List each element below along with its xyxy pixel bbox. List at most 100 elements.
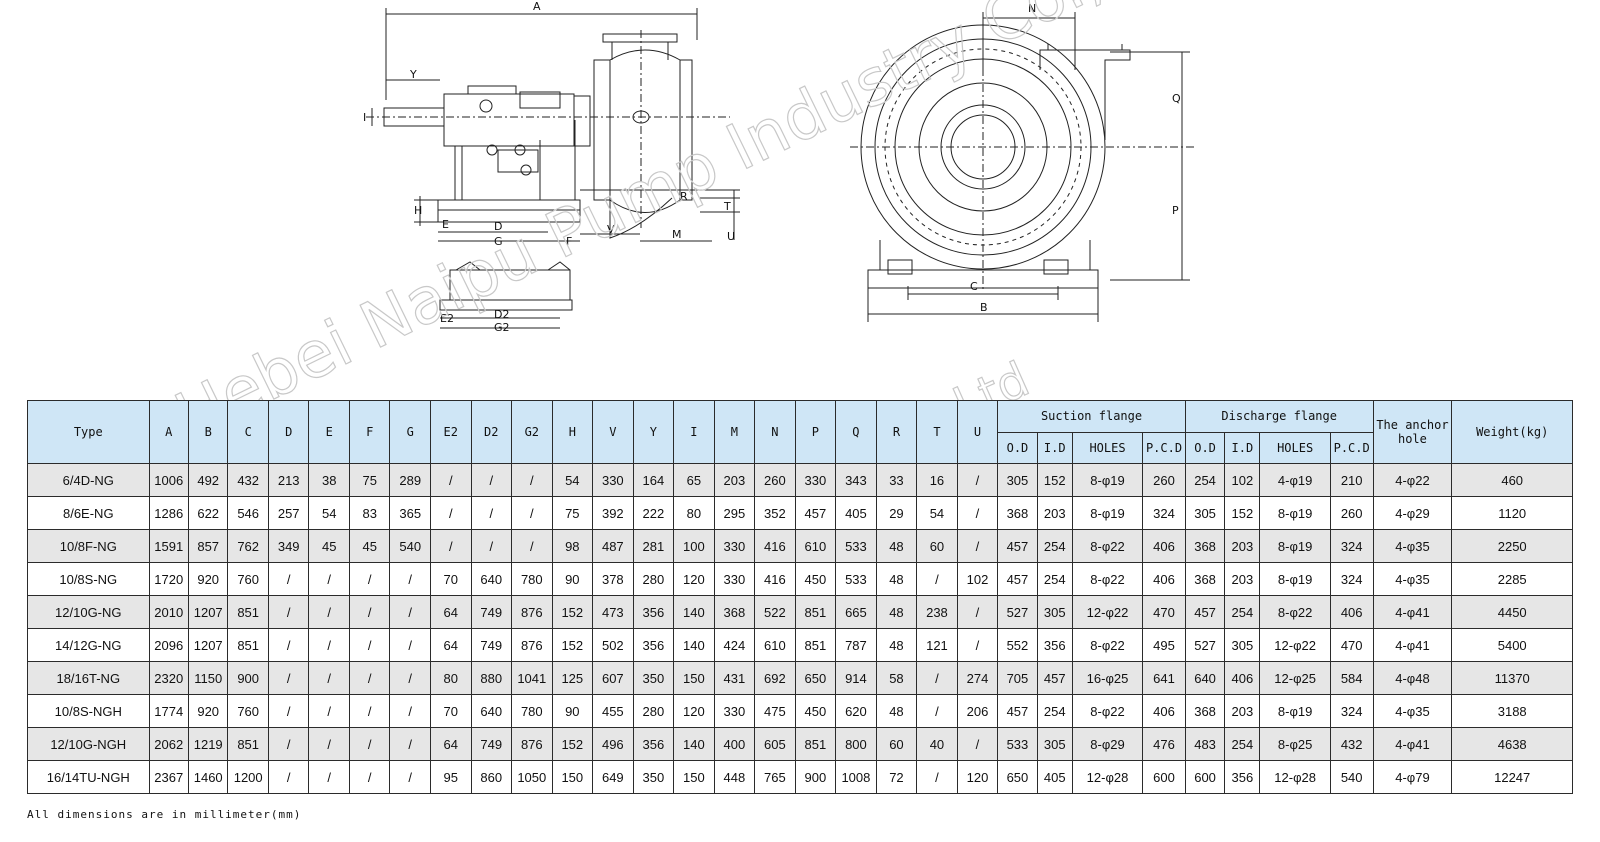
- table-cell: /: [389, 628, 431, 662]
- table-cell: 368: [713, 595, 756, 629]
- header-dim-y: Y: [632, 400, 675, 464]
- header-dim-c: C: [227, 400, 269, 464]
- table-cell: 851: [227, 727, 269, 761]
- table-cell: 324: [1142, 496, 1186, 530]
- table-cell: 762: [227, 529, 269, 563]
- table-cell: 356: [1224, 760, 1261, 794]
- table-cell: 238: [916, 595, 958, 629]
- table-cell: 1150: [187, 661, 229, 695]
- table-cell: /: [267, 661, 310, 695]
- table-cell: 920: [187, 562, 229, 596]
- table-cell: 432: [1329, 727, 1374, 761]
- table-cell: 450: [794, 694, 837, 728]
- table-cell: 4-φ35: [1372, 529, 1453, 563]
- table-cell: 29: [875, 496, 918, 530]
- cell-type: 12/10G-NGH: [27, 727, 150, 761]
- table-cell: 900: [227, 661, 269, 695]
- table-cell: /: [267, 760, 310, 794]
- table-cell: /: [308, 661, 350, 695]
- table-cell: 65: [673, 463, 715, 497]
- table-cell: 475: [754, 694, 796, 728]
- table-cell: 2096: [148, 628, 189, 662]
- table-cell: 649: [592, 760, 634, 794]
- table-cell: 1006: [148, 463, 189, 497]
- table-cell: 90: [551, 694, 594, 728]
- table-cell: 457: [794, 496, 837, 530]
- table-cell: 368: [1184, 694, 1226, 728]
- table-cell: /: [308, 694, 350, 728]
- table-cell: 260: [754, 463, 796, 497]
- dimension-label-side-5: T: [723, 200, 731, 213]
- table-cell: 1207: [187, 628, 229, 662]
- table-cell: 305: [1036, 595, 1073, 629]
- header-dim-f: F: [348, 400, 391, 464]
- table-cell: 45: [348, 529, 391, 563]
- table-cell: 4638: [1451, 727, 1573, 761]
- dimension-label-front-1: Q: [1172, 92, 1181, 105]
- table-cell: 851: [794, 628, 837, 662]
- table-cell: 1591: [148, 529, 189, 563]
- table-cell: 605: [754, 727, 796, 761]
- table-cell: /: [267, 727, 310, 761]
- table-cell: 406: [1142, 529, 1186, 563]
- table-cell: 492: [187, 463, 229, 497]
- dimension-label-side-7: D: [494, 220, 502, 233]
- table-cell: 8-φ22: [1071, 529, 1144, 563]
- table-cell: 457: [997, 694, 1038, 728]
- cell-type: 18/16T-NG: [27, 661, 150, 695]
- table-cell: 150: [673, 661, 715, 695]
- table-cell: 330: [592, 463, 634, 497]
- table-cell: 254: [1224, 595, 1261, 629]
- table-cell: 12-φ22: [1259, 628, 1331, 662]
- table-cell: 533: [835, 562, 877, 596]
- table-cell: 4-φ79: [1372, 760, 1453, 794]
- header-dim-e: E: [308, 400, 350, 464]
- table-cell: 448: [713, 760, 756, 794]
- table-cell: 4-φ41: [1372, 628, 1453, 662]
- table-cell: 8-φ19: [1259, 562, 1331, 596]
- table-cell: /: [430, 496, 472, 530]
- table-cell: /: [470, 529, 513, 563]
- header-discharge-pc.d: P.C.D: [1329, 431, 1374, 464]
- table-cell: 4-φ22: [1372, 463, 1453, 497]
- table-cell: 533: [997, 727, 1038, 761]
- table-cell: /: [511, 463, 553, 497]
- table-cell: 48: [875, 694, 918, 728]
- table-cell: 476: [1142, 727, 1186, 761]
- table-cell: 1286: [148, 496, 189, 530]
- dimension-label-side-9: F: [566, 235, 572, 248]
- table-cell: /: [348, 628, 391, 662]
- table-cell: 280: [632, 562, 675, 596]
- table-cell: 2062: [148, 727, 189, 761]
- table-cell: 540: [389, 529, 431, 563]
- table-cell: 780: [511, 562, 553, 596]
- table-cell: /: [389, 661, 431, 695]
- table-cell: 749: [470, 727, 513, 761]
- table-cell: 70: [430, 694, 472, 728]
- dimension-label-side-12: U: [727, 230, 735, 243]
- dimension-label-side-0: A: [533, 0, 541, 13]
- table-cell: 152: [1036, 463, 1073, 497]
- table-cell: 857: [187, 529, 229, 563]
- table-cell: /: [956, 595, 999, 629]
- header-weight: Weight(kg): [1451, 400, 1573, 464]
- table-cell: 1041: [511, 661, 553, 695]
- cell-type: 16/14TU-NGH: [27, 760, 150, 794]
- table-cell: 400: [713, 727, 756, 761]
- table-cell: 203: [713, 463, 756, 497]
- table-cell: 4-φ48: [1372, 661, 1453, 695]
- header-dim-n: N: [754, 400, 796, 464]
- table-cell: 16-φ25: [1071, 661, 1144, 695]
- table-cell: 457: [997, 562, 1038, 596]
- table-cell: 1207: [187, 595, 229, 629]
- header-dim-r: R: [875, 400, 918, 464]
- header-discharge-od: O.D: [1184, 431, 1226, 464]
- table-cell: 260: [1142, 463, 1186, 497]
- table-cell: 274: [956, 661, 999, 695]
- table-cell: 527: [997, 595, 1038, 629]
- header-dim-q: Q: [835, 400, 877, 464]
